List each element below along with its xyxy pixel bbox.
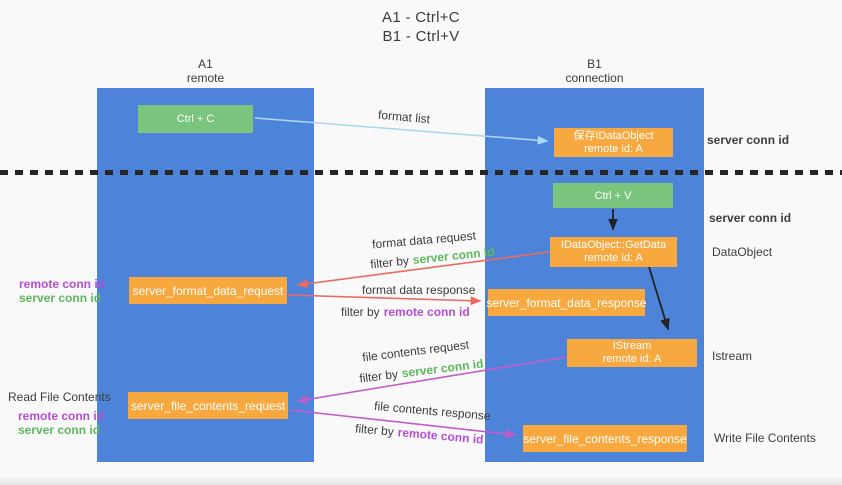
left-remote-conn-id-bottom: remote conn id (18, 409, 105, 423)
server-file-contents-response-node: server_file_contents_response (523, 425, 687, 452)
remote-conn-id-highlight: remote conn id (397, 425, 485, 447)
ctrl-c-label: Ctrl + C (176, 113, 215, 125)
lifeline-header-b1: B1 connection (485, 57, 704, 85)
save-idataobject-line1: 保存IDataObject (573, 129, 654, 142)
lifeline-a1-name: A1 (198, 57, 213, 71)
filter-by-text: filter by (358, 366, 399, 386)
file-contents-response-label: file contents response (373, 398, 492, 424)
filter-by-text: filter by (369, 253, 410, 272)
server-format-data-request-node: server_format_data_request (129, 277, 287, 304)
title-line-2: B1 - Ctrl+V (382, 28, 460, 45)
idataobject-getdata-node: IDataObject::GetData remote id: A (550, 237, 677, 267)
server-file-contents-request-label: server_file_contents_request (130, 398, 286, 413)
format-list-label: format list (377, 107, 431, 127)
istream-line2: remote id: A (602, 353, 662, 365)
left-conn-id-pair-top: remote conn id server conn id (19, 277, 105, 305)
server-format-data-response-label: server_format_data_response (486, 295, 647, 310)
left-remote-conn-id-top: remote conn id (19, 277, 106, 291)
title-line-1: A1 - Ctrl+C (382, 9, 460, 26)
session-divider-dashed-line (0, 170, 842, 175)
ctrl-v-label: Ctrl + V (594, 189, 632, 202)
left-server-conn-id-bottom: server conn id (18, 423, 101, 437)
ctrl-v-node: Ctrl + V (553, 183, 673, 208)
lifeline-a1-subtitle: remote (186, 71, 225, 85)
right-server-conn-id-top: server conn id (707, 133, 790, 147)
getdata-line1: IDataObject::GetData (560, 239, 667, 251)
lifeline-b1-name: B1 (587, 57, 602, 71)
save-idataobject-line2: remote id: A (584, 142, 643, 155)
server-file-contents-request-node: server_file_contents_request (128, 392, 288, 419)
write-file-contents-label: Write File Contents (714, 431, 816, 445)
server-conn-id-highlight: server conn id (400, 356, 485, 381)
window-bottom-edge (0, 478, 842, 485)
filter-by-text: filter by (354, 421, 395, 439)
server-format-data-response-node: server_format_data_response (486, 289, 647, 316)
right-server-conn-id-mid: server conn id (709, 211, 792, 225)
lifeline-b1-subtitle: connection (565, 71, 624, 85)
server-format-data-request-label: server_format_data_request (132, 283, 284, 298)
server-file-contents-response-label: server_file_contents_response (523, 431, 687, 446)
getdata-line2: remote id: A (584, 252, 643, 264)
dataobject-side-label: DataObject (712, 245, 773, 259)
server-conn-id-highlight: server conn id (412, 244, 496, 268)
istream-side-label: Istream (712, 349, 753, 363)
remote-conn-id-highlight: remote conn id (383, 305, 470, 319)
filter-by-text: filter by (341, 305, 380, 319)
save-idataobject-node: 保存IDataObject remote id: A (554, 128, 673, 157)
format-data-response-label: format data response (362, 283, 476, 297)
left-conn-id-pair-bottom: remote conn id server conn id (18, 409, 104, 437)
diagram-title: A1 - Ctrl+C B1 - Ctrl+V (0, 8, 842, 46)
lifeline-header-a1: A1 remote (97, 57, 314, 85)
istream-line1: IStream (612, 340, 652, 352)
left-server-conn-id-top: server conn id (19, 291, 102, 305)
istream-node: IStream remote id: A (567, 339, 697, 367)
read-file-contents-label: Read File Contents (8, 390, 111, 404)
ctrl-c-node: Ctrl + C (138, 105, 253, 133)
